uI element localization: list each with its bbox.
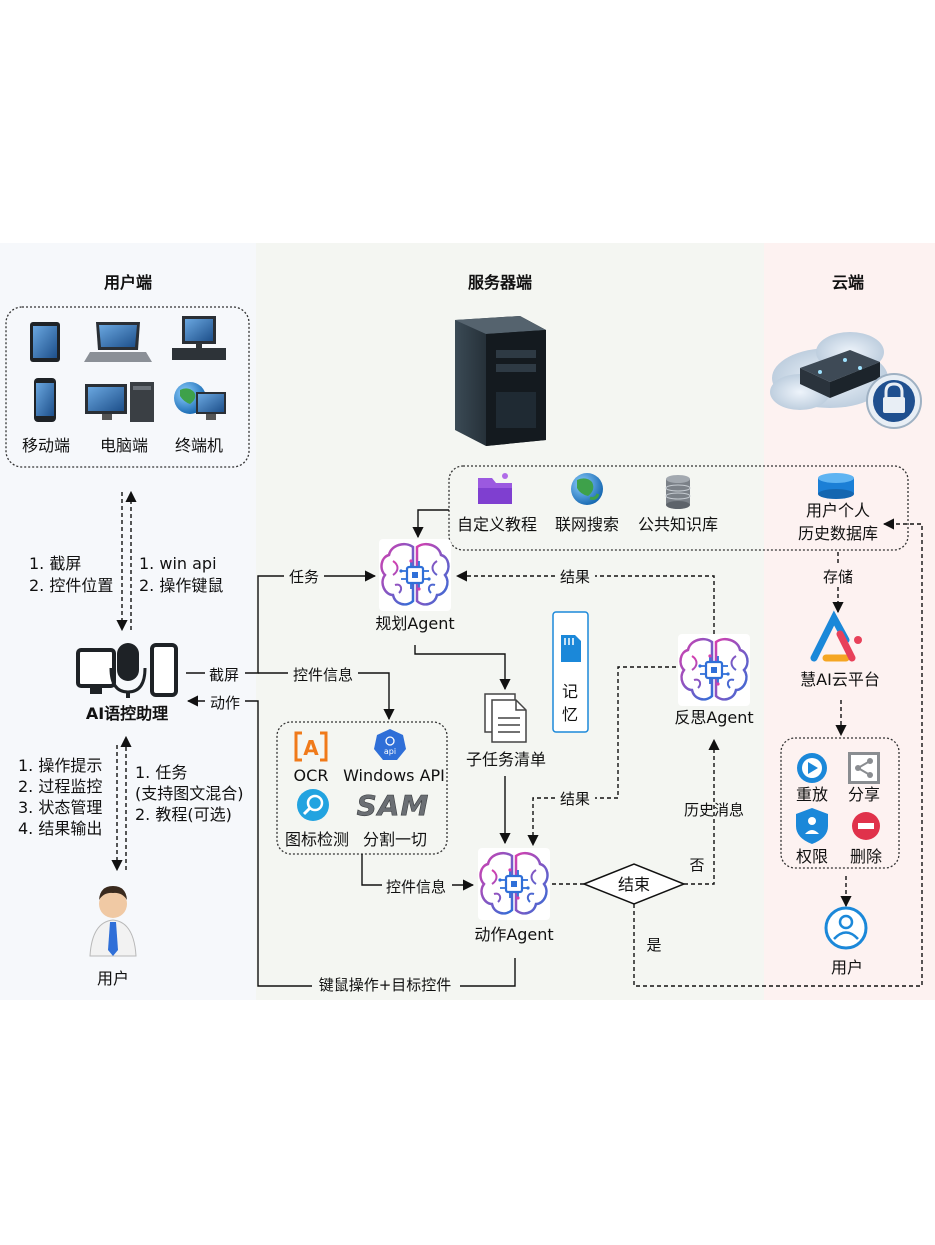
globe-icon: [571, 473, 603, 505]
cloud-user-icon: [824, 906, 868, 950]
delete-icon[interactable]: [852, 812, 880, 840]
knowledge-web-search: 联网搜索: [555, 515, 619, 534]
ai-assistant-icon: [76, 643, 178, 698]
cloud-action-share[interactable]: 分享: [848, 785, 880, 804]
label-mixed-input: (支持图文混合): [135, 784, 244, 803]
svg-text:api: api: [384, 747, 396, 756]
person-label: 用户: [97, 969, 129, 988]
edge-label-result-mid: 结果: [560, 790, 590, 808]
pc-icon: [85, 382, 154, 422]
edge-label-yes: 是: [646, 936, 661, 954]
sd-card-icon: [561, 635, 581, 662]
label-keyboard-mouse-op: 2. 操作键鼠: [139, 576, 223, 595]
knowledge-user-db-line1: 用户个人: [806, 501, 870, 520]
label-process-monitor: 2. 过程监控: [18, 777, 102, 796]
tool-icon-detect: 图标检测: [285, 830, 349, 849]
arrow-reflect-to-action: [527, 666, 676, 847]
platform-label: 慧AI云平台: [800, 670, 880, 689]
label-win-api: 1. win api: [139, 554, 217, 573]
device-label-terminal: 终端机: [175, 436, 223, 455]
edge-label-no: 否: [689, 856, 704, 874]
reflect-agent-label: 反思Agent: [674, 708, 753, 727]
secure-cloud-icon: [770, 332, 922, 429]
arrow-planner-to-subtasks: [414, 645, 511, 691]
action-agent-icon: [476, 846, 552, 922]
label-result-output: 4. 结果输出: [18, 819, 102, 838]
knowledge-user-db-line2: 历史数据库: [798, 524, 878, 543]
edge-label-control-info-bottom: 控件信息: [386, 878, 446, 896]
label-task: 1. 任务: [135, 763, 187, 782]
label-tutorial-optional: 2. 教程(可选): [135, 805, 232, 824]
terminal-icon: [174, 382, 226, 420]
cloud-action-permission[interactable]: 权限: [796, 847, 828, 866]
subtasks-doc-icon: [484, 693, 527, 743]
database-icon: [665, 475, 691, 509]
laptop-icon: [84, 322, 152, 362]
replay-icon[interactable]: [797, 753, 827, 783]
server-tower-icon: [455, 316, 546, 446]
desktop-icon: [172, 316, 226, 360]
section-title-server: 服务器端: [468, 273, 532, 292]
edge-label-task: 任务: [289, 568, 319, 586]
edge-label-screenshot: 截屏: [209, 666, 239, 684]
tool-segment: 分割一切: [363, 830, 427, 849]
ocr-icon: A: [294, 731, 328, 762]
arrow-end-to-reflect: [684, 738, 720, 885]
share-icon[interactable]: [848, 752, 880, 784]
label-screenshot-1: 1. 截屏: [29, 554, 81, 573]
ai-assistant-label: AI语控助理: [86, 704, 168, 723]
label-op-hint: 1. 操作提示: [18, 756, 102, 775]
person-icon: [89, 886, 137, 957]
user-section-bg: [0, 243, 256, 1000]
device-label-mobile: 移动端: [22, 436, 70, 455]
edge-label-action: 动作: [210, 694, 240, 712]
tool-ocr: OCR: [294, 766, 329, 785]
edge-label-keyboard-mouse: 键鼠操作+目标控件: [319, 976, 452, 994]
memory-char-2: 忆: [562, 705, 578, 724]
tool-windows-api: Windows API: [343, 766, 445, 785]
end-label: 结束: [618, 875, 650, 894]
planner-agent-icon: [377, 537, 453, 613]
user-database-icon: [818, 473, 854, 499]
edge-label-history-msg: 历史消息: [684, 801, 744, 819]
svg-text:A: A: [303, 736, 319, 760]
device-group: [5, 306, 250, 468]
windows-api-icon: api: [374, 729, 406, 760]
label-control-position: 2. 控件位置: [29, 576, 113, 595]
arrow-reflect-to-planner: [455, 570, 715, 634]
reflect-agent-icon: [676, 632, 752, 708]
section-title-user: 用户端: [104, 273, 152, 292]
sam-logo: SAM: [357, 789, 430, 822]
cloud-actions-group: [780, 737, 900, 869]
permission-icon[interactable]: [796, 808, 828, 844]
section-title-cloud: 云端: [832, 273, 864, 292]
cloud-action-replay[interactable]: 重放: [796, 785, 828, 804]
knowledge-tutorial: 自定义教程: [457, 515, 537, 534]
arrow-knowledge-to-planner: [412, 509, 449, 539]
phone-icon: [34, 378, 56, 422]
action-agent-label: 动作Agent: [474, 925, 553, 944]
cloud-action-delete[interactable]: 删除: [850, 847, 882, 866]
knowledge-public-kb: 公共知识库: [638, 515, 718, 534]
tablet-icon: [30, 322, 60, 362]
subtasks-label: 子任务清单: [466, 750, 546, 769]
edge-label-control-info-top: 控件信息: [293, 666, 353, 684]
edge-label-store: 存储: [823, 568, 853, 586]
platform-logo-icon: [810, 610, 862, 662]
icon-detect-icon: [297, 789, 329, 821]
cloud-user-label: 用户: [831, 958, 863, 977]
folder-icon: [478, 473, 512, 504]
memory-char-1: 记: [562, 682, 578, 701]
knowledge-group: [448, 465, 909, 551]
device-label-pc: 电脑端: [100, 436, 148, 455]
edge-label-result-top: 结果: [560, 568, 590, 586]
label-state-mgmt: 3. 状态管理: [18, 798, 102, 817]
planner-agent-label: 规划Agent: [375, 614, 454, 633]
